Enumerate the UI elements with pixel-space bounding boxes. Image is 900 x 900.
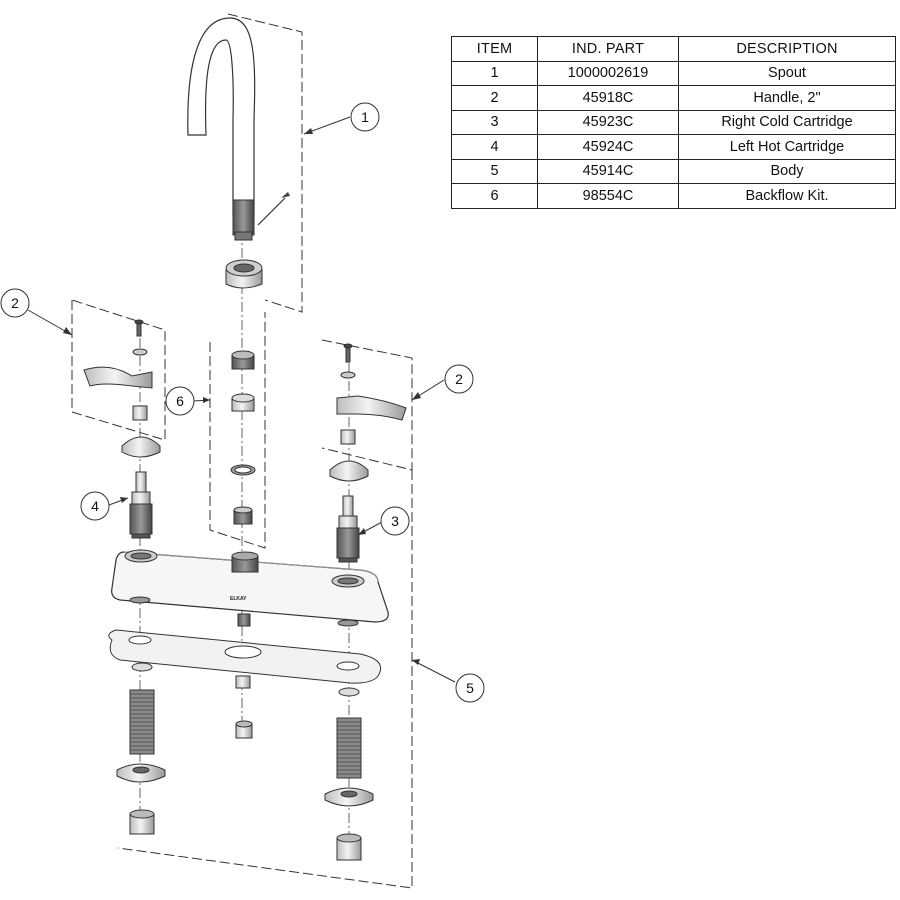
cell-item: 6 <box>451 183 538 209</box>
cell-part: 45924C <box>537 134 679 160</box>
cell-part: 45923C <box>537 109 679 135</box>
backflow-parts <box>230 350 256 525</box>
backflow-group-boundary <box>209 312 266 549</box>
callout-4-circle <box>80 491 110 521</box>
table-row: 1 1000002619 Spout <box>451 60 896 86</box>
callout-2-right-circle <box>444 364 474 394</box>
table-row: 2 45918C Handle, 2" <box>451 85 896 111</box>
cell-item: 2 <box>451 85 538 111</box>
callout-1-label: 1 <box>361 109 369 125</box>
header-description: DESCRIPTION <box>678 36 896 62</box>
parts-table: ITEM IND. PART DESCRIPTION 1 1000002619 … <box>451 36 896 209</box>
header-part: IND. PART <box>537 36 679 62</box>
cell-item: 5 <box>451 158 538 184</box>
header-item: ITEM <box>451 36 538 62</box>
table-row: 6 98554C Backflow Kit. <box>451 183 896 209</box>
callout-6-circle <box>165 386 195 416</box>
cell-description: Backflow Kit. <box>678 183 896 209</box>
cell-part: 45918C <box>537 85 679 111</box>
cell-description: Body <box>678 158 896 184</box>
cartridge-cold-part <box>336 495 360 563</box>
callout-6-label: 6 <box>176 393 184 409</box>
cell-item: 3 <box>451 109 538 135</box>
callout-1-circle <box>350 102 380 132</box>
callout-3-label: 3 <box>391 513 399 529</box>
body-part <box>111 549 389 627</box>
callout-2-left-circle <box>0 288 30 318</box>
spout-nut <box>225 259 263 289</box>
cartridge-hot-part <box>129 471 153 539</box>
cell-item: 1 <box>451 60 538 86</box>
table-row: 5 45914C Body <box>451 158 896 184</box>
callout-3-circle <box>380 506 410 536</box>
center-small-parts <box>235 675 253 739</box>
callout-2-right-label: 2 <box>455 371 463 387</box>
handle-left-group-boundary <box>71 299 166 441</box>
mounting-hardware-right <box>324 687 374 861</box>
spout-part <box>187 17 290 241</box>
cell-description: Left Hot Cartridge <box>678 134 896 160</box>
callout-2-left-label: 2 <box>11 295 19 311</box>
handle-right-parts <box>329 343 407 482</box>
cell-description: Right Cold Cartridge <box>678 109 896 135</box>
cell-description: Handle, 2" <box>678 85 896 111</box>
handle-left-parts <box>83 319 161 458</box>
callout-5-circle <box>455 673 485 703</box>
cell-part: 98554C <box>537 183 679 209</box>
callout-4-label: 4 <box>91 498 99 514</box>
parts-table-header-row: ITEM IND. PART DESCRIPTION <box>451 36 896 62</box>
table-row: 4 45924C Left Hot Cartridge <box>451 134 896 160</box>
cell-description: Spout <box>678 60 896 86</box>
body-brand-mark: ELKAY <box>230 596 247 602</box>
callout-5-label: 5 <box>466 680 474 696</box>
mounting-hardware-left <box>116 662 166 835</box>
handle-right-group-boundary <box>321 339 413 471</box>
cell-part: 45914C <box>537 158 679 184</box>
gasket-plate <box>108 629 382 684</box>
cell-item: 4 <box>451 134 538 160</box>
spout-group-boundary <box>227 13 303 313</box>
table-row: 3 45923C Right Cold Cartridge <box>451 109 896 135</box>
cell-part: 1000002619 <box>537 60 679 86</box>
